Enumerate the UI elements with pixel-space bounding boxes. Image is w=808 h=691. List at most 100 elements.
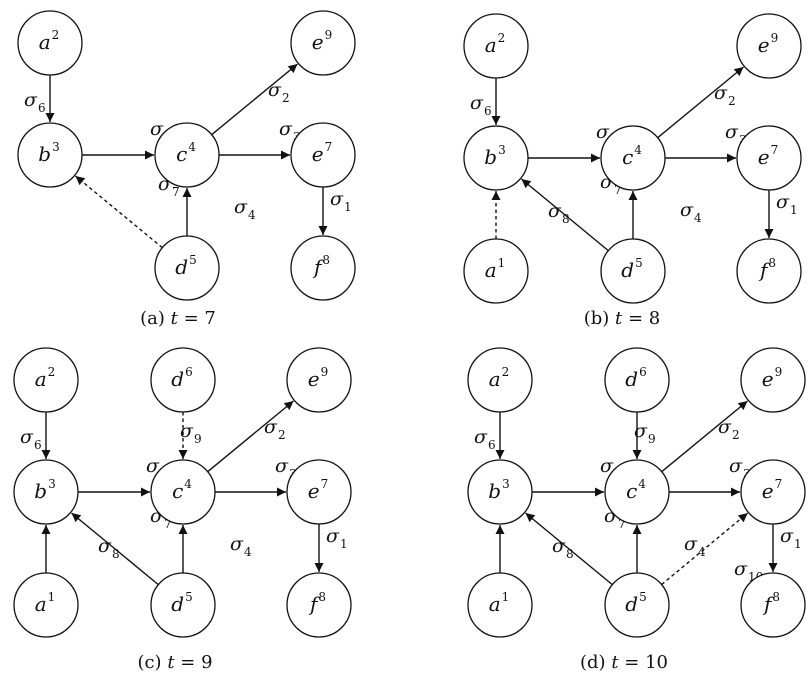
node-label: a2 [35,365,56,391]
node-label: e9 [762,365,782,391]
edge-label-sigma-4: σ4 [234,196,256,222]
node-label: c4 [176,140,196,166]
edge-label-sigma-1: σ1 [326,525,348,551]
edge-d-to-b [71,512,159,586]
edge-label-sigma-8: σ8 [98,535,120,561]
node-c4: c4 [150,459,216,525]
node-e9: e9 [740,347,806,413]
node-a1: a1 [467,572,533,638]
edge-d-to-b [525,512,613,586]
caption-panel-b: (b) t = 8 [584,308,661,329]
node-label: d5 [621,256,642,282]
node-c4: c4 [154,122,220,188]
node-label: e7 [762,477,782,503]
node-label: c4 [626,477,646,503]
edge-label-sigma-9: σ9 [634,420,656,446]
edge-label-sigma-1: σ1 [780,525,802,551]
node-label: d6 [625,365,646,391]
node-a2: a2 [463,13,529,79]
node-e7: e7 [286,459,352,525]
node-label: b3 [34,477,55,503]
caption-panel-c: (c) t = 9 [137,652,212,673]
node-d5: d5 [600,238,666,304]
node-label: e7 [308,477,328,503]
node-label: d5 [175,253,196,279]
edge-label-sigma-6: σ6 [470,92,492,118]
node-label: a2 [39,28,60,54]
node-e9: e9 [286,347,352,413]
node-f8: f8 [736,238,802,304]
node-c4: c4 [604,459,670,525]
caption-panel-a: (a) t = 7 [140,308,216,329]
edge-label-sigma-4: σ4 [684,533,706,559]
edge-label-sigma-6: σ6 [474,426,496,452]
node-label: a2 [485,31,506,57]
node-e7: e7 [736,125,802,191]
node-e9: e9 [290,10,356,76]
node-e7: e7 [740,459,806,525]
node-e9: e9 [736,13,802,79]
panel-a: σ6σ5σ2σ3σ1σ4σ7a2b3c4d5e9e7f8 [17,10,356,301]
node-label: a1 [489,590,510,616]
node-b3: b3 [467,459,533,525]
edge-d-to-b [75,175,163,249]
edge-c-to-e9 [207,400,294,473]
node-label: d5 [625,590,646,616]
node-label: e9 [758,31,778,57]
node-label: b3 [484,143,505,169]
node-label: e9 [308,365,328,391]
node-a2: a2 [17,10,83,76]
node-a1: a1 [463,238,529,304]
node-e7: e7 [290,122,356,188]
node-a1: a1 [13,572,79,638]
edge-label-sigma-2: σ2 [268,79,290,105]
node-b3: b3 [17,122,83,188]
node-b3: b3 [463,125,529,191]
node-a2: a2 [467,347,533,413]
edge-d-to-b [521,178,609,252]
edge-label-sigma-9: σ9 [180,420,202,446]
node-f8: f8 [286,572,352,638]
node-d6: d6 [604,347,670,413]
node-label: e9 [312,28,332,54]
node-b3: b3 [13,459,79,525]
panel-c: σ6σ5σ2σ3σ1σ4σ7σ8σ9a2b3c4d5e9e7f8a1d6 [13,347,352,638]
node-label: c4 [172,477,192,503]
node-d6: d6 [150,347,216,413]
edge-label-sigma-4: σ4 [680,199,702,225]
node-c4: c4 [600,125,666,191]
node-a2: a2 [13,347,79,413]
edge-label-sigma-8: σ8 [552,535,574,561]
node-label: d6 [171,365,192,391]
node-label: b3 [488,477,509,503]
node-label: d5 [171,590,192,616]
edge-label-sigma-8: σ8 [548,200,570,226]
node-f8: f8 [740,572,806,638]
caption-panel-d: (d) t = 10 [580,652,668,673]
node-label: a1 [485,256,506,282]
edge-label-sigma-2: σ2 [264,416,286,442]
edge-label-sigma-2: σ2 [714,82,736,108]
node-d5: d5 [150,572,216,638]
node-label: c4 [622,143,642,169]
node-label: a2 [489,365,510,391]
edge-label-sigma-6: σ6 [24,89,46,115]
edge-c-to-e9 [211,63,298,136]
edge-label-sigma-1: σ1 [330,188,352,214]
node-d5: d5 [154,235,220,301]
node-label: e7 [312,140,332,166]
node-d5: d5 [604,572,670,638]
node-label: a1 [35,590,56,616]
edge-c-to-e9 [657,66,744,139]
edge-label-sigma-6: σ6 [20,426,42,452]
node-label: e7 [758,143,778,169]
edge-c-to-e9 [661,400,748,473]
node-label: b3 [38,140,59,166]
edge-label-sigma-4: σ4 [230,533,252,559]
edge-d-to-e7 [661,512,749,586]
edge-label-sigma-2: σ2 [718,416,740,442]
node-f8: f8 [290,235,356,301]
panel-b: σ6σ5σ2σ3σ1σ4σ7σ8a2b3c4d5e9e7f8a1 [463,13,802,304]
